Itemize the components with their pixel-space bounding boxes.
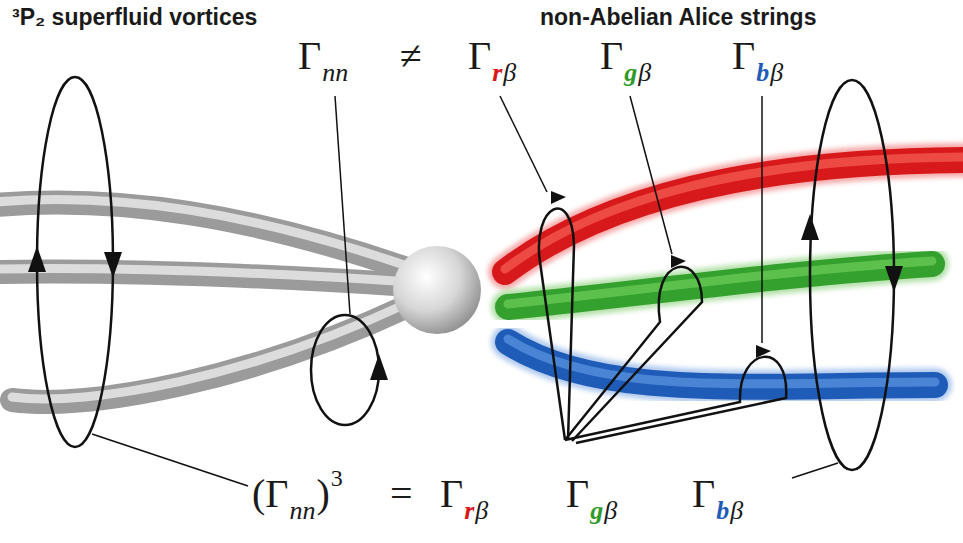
math-symbol: Γ [600, 36, 623, 76]
math-symbol: Γ [468, 36, 491, 76]
math-subscript: r [492, 60, 502, 86]
heading: ³P₂ superfluid vortices [12, 6, 257, 29]
math-subscript: β [503, 60, 516, 86]
math-subscript: b [756, 60, 769, 86]
circulation-loops [37, 77, 894, 470]
junction-sphere [393, 246, 481, 334]
math-subscript: β [770, 60, 783, 86]
heading: non-Abelian Alice strings [540, 6, 816, 29]
math-subscript: β [475, 498, 488, 524]
math-symbol: (Γ [252, 474, 288, 514]
math-symbol: ) [316, 474, 329, 514]
math-symbol: Γ [692, 474, 715, 514]
arrowheads [28, 191, 903, 380]
math-superscript: 3 [331, 466, 343, 490]
math-symbol: Γ [732, 36, 755, 76]
math-subscript: β [604, 498, 617, 524]
math-symbol: = [390, 474, 413, 514]
leader-lines [92, 96, 838, 486]
math-symbol: Γ [298, 36, 321, 76]
math-symbol: ≠ [400, 36, 422, 76]
math-subscript: g [590, 498, 603, 524]
math-subscript: β [638, 60, 651, 86]
math-subscript: g [624, 60, 637, 86]
math-subscript: r [464, 498, 474, 524]
math-subscript: b [716, 498, 729, 524]
math-subscript: nn [322, 60, 348, 86]
math-subscript: β [730, 498, 743, 524]
math-symbol: Γ [566, 474, 589, 514]
math-symbol: Γ [440, 474, 463, 514]
math-subscript: nn [289, 498, 315, 524]
